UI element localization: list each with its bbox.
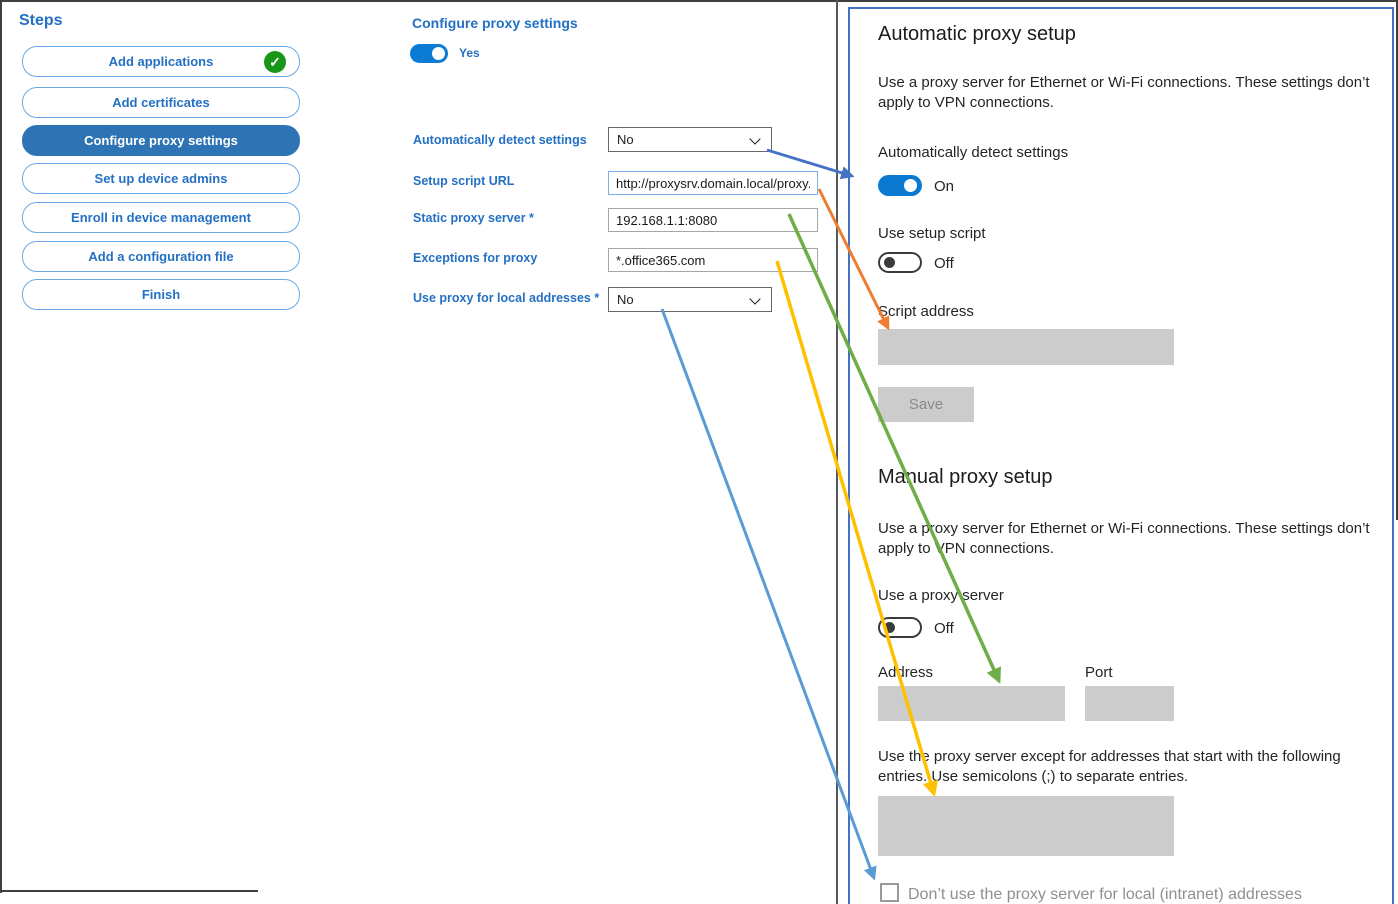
use-setup-script-label: Use setup script: [878, 225, 986, 242]
frame-border-left: [0, 0, 2, 893]
proxy-exceptions-textarea[interactable]: [878, 796, 1174, 856]
use-proxy-for-local-addresses-select[interactable]: No: [608, 287, 772, 312]
sidebar-item-add-certificates[interactable]: Add certificates: [22, 87, 300, 118]
field-label-setup-script-url: Setup script URL: [413, 174, 515, 188]
proxy-exceptions-description: Use the proxy server except for addresse…: [878, 748, 1341, 785]
windows-proxy-settings-panel: Automatic proxy setup Use a proxy server…: [848, 7, 1394, 904]
local-addresses-checkbox[interactable]: [880, 883, 899, 902]
sidebar-item-set-up-device-admins[interactable]: Set up device admins: [22, 163, 300, 194]
sidebar-item-add-applications[interactable]: Add applications ✓: [22, 46, 300, 77]
frame-border-bottom: [2, 890, 258, 892]
detect-settings-label: Automatically detect settings: [878, 144, 1069, 161]
script-address-label: Script address: [878, 303, 974, 320]
configure-proxy-toggle[interactable]: [410, 44, 448, 63]
frame-border-top: [0, 0, 1398, 2]
local-addresses-checkbox-label: Don’t use the proxy server for local (in…: [908, 886, 1302, 903]
sidebar-item-label: Add applications: [108, 54, 214, 69]
steps-title: Steps: [19, 12, 63, 29]
sidebar-item-label: Add certificates: [112, 95, 210, 110]
sidebar-item-finish[interactable]: Finish: [22, 279, 300, 310]
arrow-local-addresses: [660, 308, 877, 881]
script-address-input[interactable]: [878, 329, 1174, 365]
select-value: No: [617, 292, 634, 307]
use-setup-script-toggle[interactable]: [878, 252, 922, 273]
sidebar-item-configure-proxy-settings[interactable]: Configure proxy settings: [22, 125, 300, 156]
toggle-knob: [432, 47, 445, 60]
toggle-knob: [904, 179, 917, 192]
toggle-knob: [884, 622, 895, 633]
detect-settings-toggle[interactable]: [878, 175, 922, 196]
port-input[interactable]: [1085, 686, 1174, 721]
configure-proxy-toggle-state: Yes: [459, 46, 480, 60]
sidebar-item-enroll-in-device-management[interactable]: Enroll in device management: [22, 202, 300, 233]
address-input[interactable]: [878, 686, 1065, 721]
frame-border-right: [1396, 0, 1398, 520]
toggle-knob: [884, 257, 895, 268]
field-label-static-proxy-server: Static proxy server *: [413, 211, 534, 225]
field-label-automatically-detect-settings: Automatically detect settings: [413, 133, 587, 147]
automatically-detect-settings-select[interactable]: No: [608, 127, 772, 152]
use-setup-script-toggle-state: Off: [934, 255, 954, 272]
use-a-proxy-server-toggle-state: Off: [934, 620, 954, 637]
chevron-down-icon: [749, 293, 761, 305]
port-label: Port: [1085, 664, 1113, 681]
completed-check-icon: ✓: [264, 51, 286, 73]
sidebar-item-label: Finish: [141, 287, 181, 302]
field-label-use-proxy-for-local-addresses: Use proxy for local addresses *: [413, 291, 600, 305]
exceptions-for-proxy-input[interactable]: [608, 248, 818, 272]
sidebar-item-add-a-configuration-file[interactable]: Add a configuration file: [22, 241, 300, 272]
page-title: Configure proxy settings: [412, 15, 578, 31]
sidebar-item-label: Configure proxy settings: [84, 133, 238, 148]
sidebar-item-label: Enroll in device management: [71, 210, 251, 225]
sidebar-item-label: Set up device admins: [94, 171, 228, 186]
use-a-proxy-server-toggle[interactable]: [878, 617, 922, 638]
manual-proxy-setup-heading: Manual proxy setup: [878, 466, 1053, 488]
pane-divider: [836, 0, 838, 904]
use-a-proxy-server-label: Use a proxy server: [878, 587, 1004, 604]
manual-proxy-description: Use a proxy server for Ethernet or Wi-Fi…: [878, 520, 1370, 557]
select-value: No: [617, 132, 634, 147]
detect-settings-toggle-state: On: [934, 178, 955, 195]
automatic-proxy-description: Use a proxy server for Ethernet or Wi-Fi…: [878, 74, 1370, 111]
automatic-proxy-setup-heading: Automatic proxy setup: [878, 23, 1076, 45]
field-label-exceptions-for-proxy: Exceptions for proxy: [413, 251, 538, 265]
sidebar-item-label: Add a configuration file: [88, 249, 234, 264]
setup-script-url-input[interactable]: [608, 171, 818, 195]
static-proxy-server-input[interactable]: [608, 208, 818, 232]
address-label: Address: [878, 664, 934, 681]
save-button[interactable]: Save: [878, 387, 974, 422]
chevron-down-icon: [749, 133, 761, 145]
